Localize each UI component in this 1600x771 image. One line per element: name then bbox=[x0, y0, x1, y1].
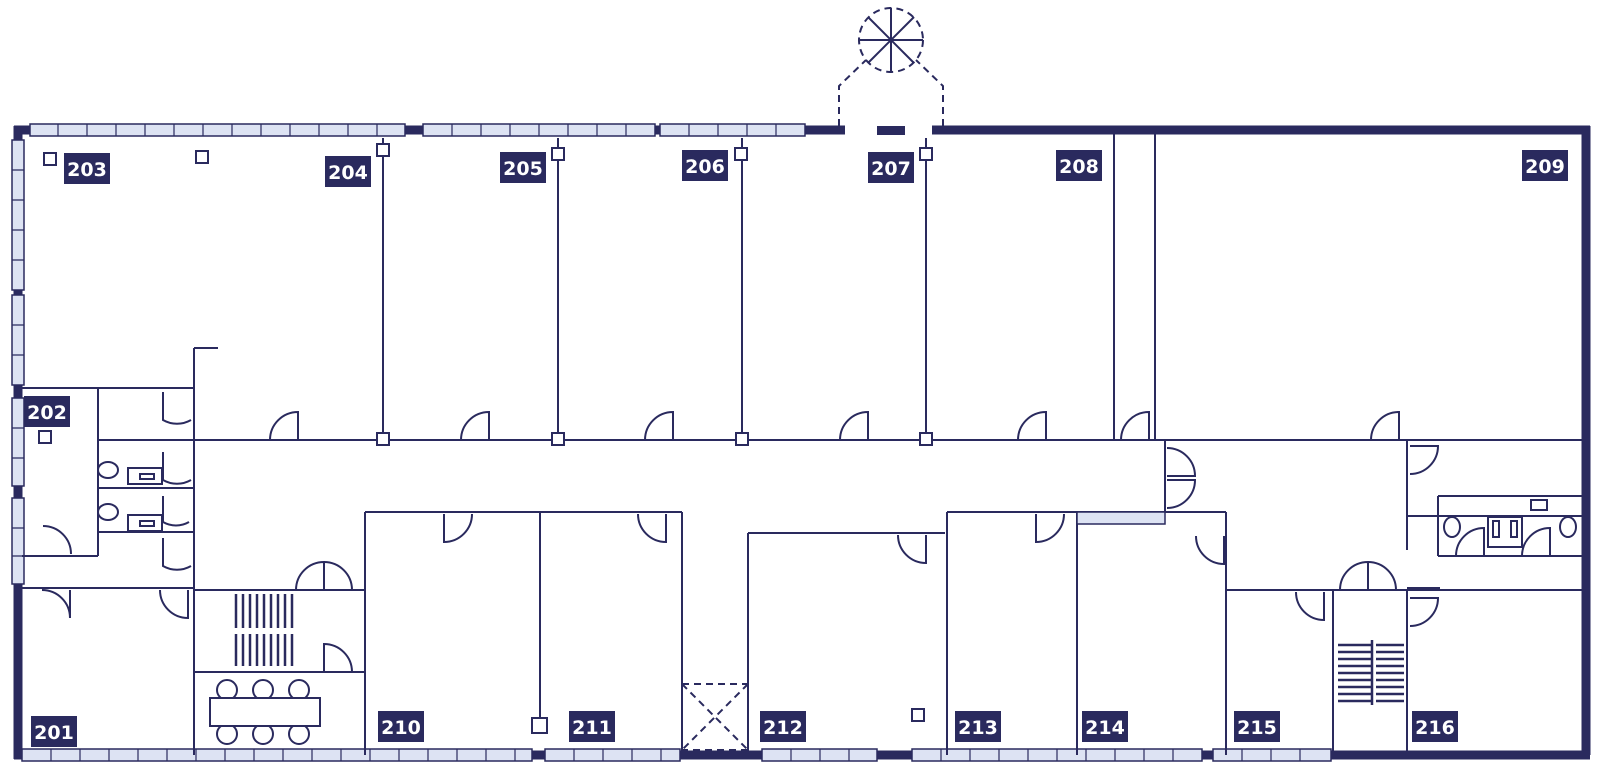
room-number: 202 bbox=[27, 402, 67, 424]
doors bbox=[41, 392, 1551, 673]
room-label-205: 205 bbox=[500, 152, 546, 183]
room-number: 206 bbox=[685, 156, 725, 178]
room-number: 211 bbox=[572, 717, 612, 739]
room-label-209: 209 bbox=[1522, 150, 1568, 181]
room-label-203: 203 bbox=[64, 153, 110, 184]
room-label-bg bbox=[1234, 711, 1280, 742]
room-label-216: 216 bbox=[1412, 711, 1458, 742]
meeting-table-icon bbox=[209, 679, 321, 745]
room-label-bg bbox=[378, 711, 424, 742]
room-label-215: 215 bbox=[1234, 711, 1280, 742]
room-label-bg bbox=[1412, 711, 1458, 742]
columns bbox=[38, 143, 933, 734]
room-label-208: 208 bbox=[1056, 150, 1102, 181]
room-label-201: 201 bbox=[31, 716, 77, 747]
room-label-213: 213 bbox=[955, 711, 1001, 742]
room-number: 210 bbox=[381, 717, 421, 739]
room-label-212: 212 bbox=[760, 711, 806, 742]
room-label-207: 207 bbox=[868, 152, 914, 183]
stairs-east-icon bbox=[1338, 640, 1404, 705]
room-number: 205 bbox=[503, 158, 543, 180]
entrance-porch bbox=[838, 7, 944, 126]
room-label-206: 206 bbox=[682, 150, 728, 181]
room-label-bg bbox=[1082, 711, 1128, 742]
room-label-214: 214 bbox=[1082, 711, 1128, 742]
room-label-202: 202 bbox=[24, 396, 70, 427]
room-label-bg bbox=[64, 153, 110, 184]
windows-top bbox=[29, 123, 806, 137]
room-label-bg bbox=[682, 150, 728, 181]
room-label-bg bbox=[955, 711, 1001, 742]
interior-window bbox=[1076, 511, 1166, 525]
room-number: 216 bbox=[1415, 717, 1455, 739]
room-number: 214 bbox=[1085, 717, 1125, 739]
room-number: 209 bbox=[1525, 156, 1565, 178]
room-labels: 203 204 205 206 207 208 209 202 201 210 211 212 213 2… bbox=[24, 150, 1568, 747]
room-label-bg bbox=[868, 152, 914, 183]
room-number: 213 bbox=[958, 717, 998, 739]
room-label-bg bbox=[500, 152, 546, 183]
room-label-211: 211 bbox=[569, 711, 615, 742]
room-label-bg bbox=[1522, 150, 1568, 181]
room-label-bg bbox=[760, 711, 806, 742]
windows-bottom bbox=[21, 748, 1332, 762]
revolving-door-icon bbox=[859, 8, 923, 72]
room-label-bg bbox=[24, 396, 70, 427]
toilet-icon bbox=[97, 503, 119, 521]
room-number: 208 bbox=[1059, 156, 1099, 178]
toilet-icon bbox=[97, 461, 119, 479]
room-label-210: 210 bbox=[378, 711, 424, 742]
lift-shaft-icon bbox=[681, 683, 749, 751]
room-number: 207 bbox=[871, 158, 911, 180]
room-label-bg bbox=[325, 156, 371, 187]
room-label-204: 204 bbox=[325, 156, 371, 187]
windows-left bbox=[11, 139, 25, 585]
room-number: 203 bbox=[67, 159, 107, 181]
toilet-icon bbox=[1443, 516, 1461, 538]
room-number: 201 bbox=[34, 722, 74, 744]
room-number: 204 bbox=[328, 162, 368, 184]
room-label-bg bbox=[1056, 150, 1102, 181]
stairs-west-icon bbox=[234, 594, 294, 666]
wc-fixtures bbox=[97, 461, 1577, 548]
room-label-bg bbox=[569, 711, 615, 742]
room-number: 215 bbox=[1237, 717, 1277, 739]
room-label-bg bbox=[31, 716, 77, 747]
room-number: 212 bbox=[763, 717, 803, 739]
toilet-icon bbox=[1559, 516, 1577, 538]
